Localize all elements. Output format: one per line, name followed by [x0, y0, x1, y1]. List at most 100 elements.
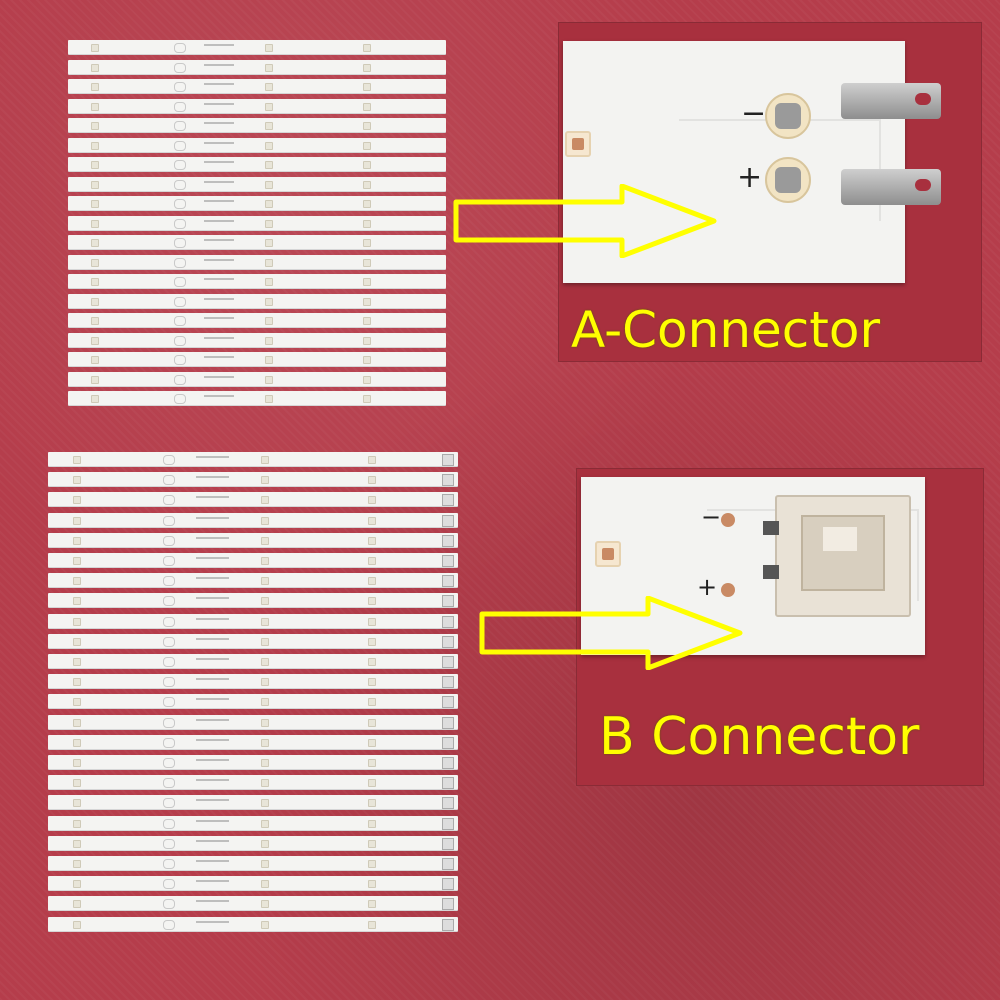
led-strip: [48, 654, 458, 668]
led-chip: [261, 839, 269, 848]
strip-mount-hole: [174, 199, 186, 209]
led-chip: [363, 356, 371, 364]
led-chip: [368, 658, 376, 666]
led-chip: [265, 278, 273, 286]
led-chip: [363, 258, 371, 267]
led-chip: [368, 920, 376, 929]
led-chip: [261, 819, 269, 828]
led-chip: [363, 83, 371, 91]
led-chip: [91, 356, 99, 364]
led-chip: [73, 718, 81, 727]
led-chip: [368, 557, 376, 565]
strip-mount-hole: [174, 160, 186, 170]
strip-mount-hole: [174, 82, 186, 92]
strip-mount-hole: [163, 818, 175, 829]
led-chip: [73, 496, 81, 505]
strip-mount-hole: [163, 758, 175, 768]
led-chip: [368, 456, 376, 464]
led-strip: [48, 593, 458, 608]
b-minus-solder: [721, 513, 735, 527]
led-strip-stack-b: [48, 452, 460, 942]
strip-connector: [442, 898, 454, 911]
led-chip: [261, 577, 269, 586]
led-chip: [73, 658, 81, 666]
led-chip: [363, 317, 371, 325]
strip-connector: [442, 757, 454, 769]
led-strip: [48, 452, 458, 466]
led-chip: [368, 476, 376, 485]
strip-connector: [442, 555, 454, 567]
strip-mount-hole: [163, 778, 175, 789]
a-minus-solder: [765, 93, 811, 139]
led-chip: [73, 920, 81, 929]
led-strip: [48, 633, 458, 648]
led-strip: [68, 79, 446, 93]
led-strip: [48, 472, 458, 487]
strip-connector: [442, 736, 454, 749]
led-chip: [363, 44, 371, 52]
led-chip: [265, 258, 273, 267]
strip-mount-hole: [174, 355, 186, 365]
strip-mount-hole: [163, 556, 175, 566]
led-strip: [68, 235, 446, 249]
strip-mount-hole: [163, 798, 175, 809]
led-chip: [368, 819, 376, 828]
led-strip: [68, 59, 446, 74]
led-chip: [261, 880, 269, 889]
strip-marking: [204, 122, 234, 124]
strip-marking: [196, 860, 229, 862]
strip-marking: [204, 278, 234, 280]
strip-connector: [442, 514, 454, 527]
strip-marking: [196, 597, 229, 600]
b-socket-pin-bottom: [763, 565, 779, 579]
led-chip: [261, 799, 269, 808]
led-chip: [73, 738, 81, 747]
led-chip: [261, 920, 269, 929]
led-chip: [91, 317, 99, 325]
strip-connector: [442, 817, 454, 830]
led-chip: [363, 63, 371, 72]
strip-mount-hole: [163, 596, 175, 607]
led-strip: [48, 553, 458, 567]
led-chip: [265, 122, 273, 130]
led-chip: [265, 161, 273, 169]
a-board-pad: [565, 131, 591, 157]
strip-mount-hole: [163, 879, 175, 890]
led-chip: [91, 258, 99, 267]
b-minus-sign: −: [701, 503, 722, 531]
led-strip: [68, 391, 446, 405]
strip-marking: [196, 476, 229, 479]
led-chip: [265, 297, 273, 306]
b-connector-photo: − + B Connector: [576, 468, 984, 786]
led-chip: [91, 375, 99, 384]
led-chip: [261, 637, 269, 646]
led-strip: [68, 254, 446, 269]
led-chip: [368, 718, 376, 727]
led-chip: [73, 698, 81, 707]
led-chip: [73, 637, 81, 646]
led-chip: [363, 161, 371, 169]
strip-mount-hole: [174, 316, 186, 326]
strip-mount-hole: [174, 101, 186, 112]
b-socket-pin-top: [763, 521, 779, 535]
led-chip: [261, 738, 269, 747]
led-chip: [363, 141, 371, 150]
led-chip: [265, 336, 273, 345]
strip-marking: [196, 799, 229, 802]
led-strip: [48, 916, 458, 931]
led-chip: [91, 395, 99, 403]
strip-mount-hole: [163, 899, 175, 910]
strip-connector: [442, 696, 454, 709]
strip-mount-hole: [163, 455, 175, 465]
led-strip: [48, 734, 458, 749]
a-terminal-top: [841, 83, 941, 119]
strip-connector: [442, 676, 454, 689]
strip-marking: [204, 161, 234, 163]
led-chip: [368, 516, 376, 525]
led-chip: [265, 102, 273, 111]
led-chip: [368, 860, 376, 868]
strip-mount-hole: [174, 296, 186, 307]
led-chip: [261, 597, 269, 606]
strip-marking: [204, 258, 234, 261]
b-board-pad: [595, 541, 621, 567]
